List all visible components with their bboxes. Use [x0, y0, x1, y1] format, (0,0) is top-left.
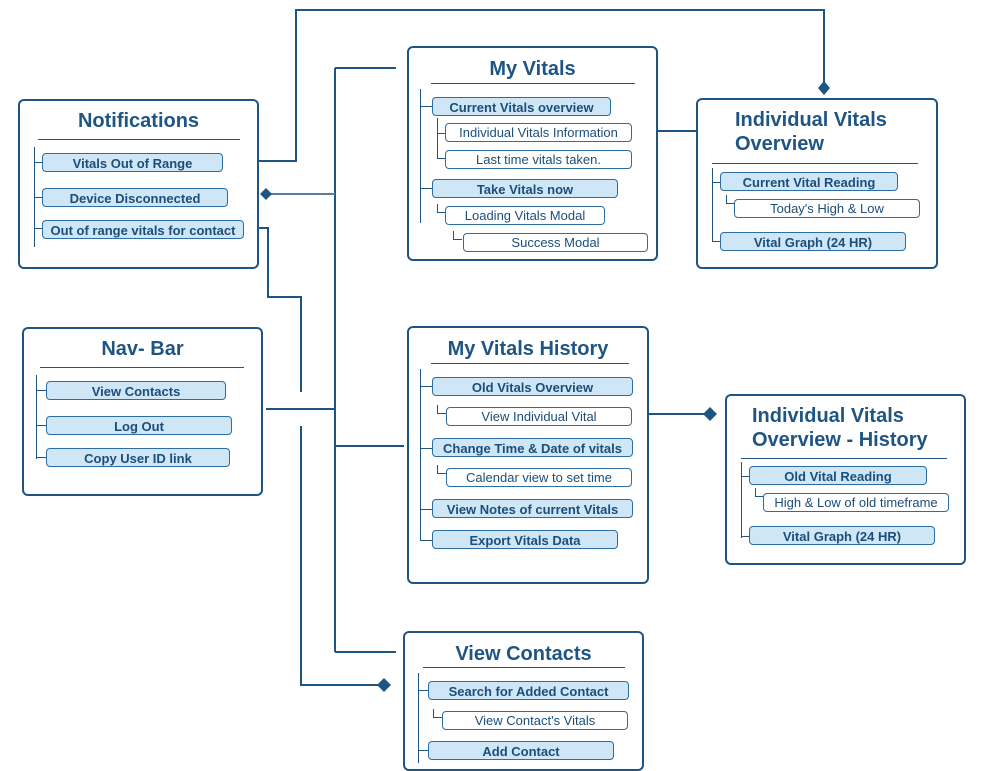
tree-tick — [437, 133, 445, 134]
tree-elbow — [437, 405, 446, 414]
tree-tick — [420, 540, 432, 541]
history-overview-card: Individual Vitals Overview - History Old… — [725, 394, 966, 565]
old-vital-reading[interactable]: Old Vital Reading — [749, 466, 927, 485]
my-vitals-card: My Vitals Current Vitals overview Indivi… — [407, 46, 658, 261]
tree-tick — [34, 162, 42, 163]
top-loop-line — [228, 9, 825, 162]
tree-elbow — [433, 709, 442, 718]
arrow-diamond-history-overview — [703, 407, 717, 421]
navbar-view-contacts[interactable]: View Contacts — [46, 381, 226, 400]
notif-device-disconnected[interactable]: Device Disconnected — [42, 188, 228, 207]
arrow-diamond-contacts — [377, 678, 391, 692]
calendar-view[interactable]: Calendar view to set time — [446, 468, 632, 487]
title-rule — [431, 83, 635, 84]
loading-vitals-modal[interactable]: Loading Vitals Modal — [445, 206, 605, 225]
tree-tick — [712, 241, 720, 242]
title-rule — [40, 367, 244, 368]
navbar-title: Nav- Bar — [101, 338, 184, 360]
tree-tick — [420, 386, 432, 387]
tree-elbow — [437, 204, 446, 213]
individual-overview-title-2: Overview — [735, 133, 824, 155]
tree-tick — [36, 425, 46, 426]
current-vitals-overview[interactable]: Current Vitals overview — [432, 97, 611, 116]
title-rule — [431, 363, 629, 364]
vital-graph-24hr[interactable]: Vital Graph (24 HR) — [720, 232, 906, 251]
tree-tick — [420, 188, 432, 189]
tree-line — [712, 168, 713, 242]
tree-elbow — [755, 488, 764, 497]
individual-overview-card: Individual Vitals Overview Current Vital… — [696, 98, 938, 269]
tree-tick — [36, 457, 46, 458]
tree-tick — [741, 476, 749, 477]
notif-vitals-out-of-range[interactable]: Vitals Out of Range — [42, 153, 223, 172]
tree-tick — [420, 448, 432, 449]
todays-high-low[interactable]: Today's High & Low — [734, 199, 920, 218]
tree-tick — [420, 106, 432, 107]
tree-tick — [741, 536, 749, 537]
add-contact[interactable]: Add Contact — [428, 741, 614, 760]
individual-overview-title-1: Individual Vitals — [735, 109, 887, 131]
notifications-title: Notifications — [77, 110, 200, 132]
tree-tick — [420, 509, 432, 510]
take-vitals-now[interactable]: Take Vitals now — [432, 179, 618, 198]
tree-tick — [437, 158, 445, 159]
old-vitals-overview[interactable]: Old Vitals Overview — [432, 377, 633, 396]
change-time-date[interactable]: Change Time & Date of vitals — [432, 438, 633, 457]
title-rule — [741, 458, 947, 459]
contact-alert-line — [250, 227, 302, 392]
history-vital-graph-24hr[interactable]: Vital Graph (24 HR) — [749, 526, 935, 545]
individual-vitals-information[interactable]: Individual Vitals Information — [445, 123, 632, 142]
history-title: My Vitals History — [447, 338, 609, 360]
view-contacts-vitals[interactable]: View Contact's Vitals — [442, 711, 628, 730]
navbar-log-out[interactable]: Log Out — [46, 416, 232, 435]
export-vitals-data[interactable]: Export Vitals Data — [432, 530, 618, 549]
tree-line — [36, 375, 37, 459]
navbar-copy-user-id[interactable]: Copy User ID link — [46, 448, 230, 467]
search-added-contact[interactable]: Search for Added Contact — [428, 681, 629, 700]
my-vitals-title: My Vitals — [489, 58, 576, 80]
current-vital-reading[interactable]: Current Vital Reading — [720, 172, 898, 191]
arrow-diamond-notifications — [260, 188, 272, 200]
history-overview-title-2: Overview - History — [752, 429, 928, 451]
notifications-card: Notifications Vitals Out of Range Device… — [18, 99, 259, 269]
tree-tick — [712, 182, 720, 183]
tree-line — [420, 89, 421, 223]
tree-tick — [36, 390, 46, 391]
view-notes[interactable]: View Notes of current Vitals — [432, 499, 633, 518]
tree-line — [741, 462, 742, 538]
contacts-title: View Contacts — [455, 643, 592, 665]
tree-tick — [418, 690, 428, 691]
history-card: My Vitals History Old Vitals Overview Vi… — [407, 326, 649, 584]
contacts-card: View Contacts Search for Added Contact V… — [403, 631, 644, 771]
high-low-old-timeframe[interactable]: High & Low of old timeframe — [763, 493, 949, 512]
title-rule — [712, 163, 918, 164]
tree-elbow — [437, 465, 446, 474]
tree-elbow — [453, 231, 462, 240]
success-modal[interactable]: Success Modal — [463, 233, 648, 252]
title-rule — [423, 667, 625, 668]
tree-line — [437, 118, 438, 158]
notif-out-of-range-contact[interactable]: Out of range vitals for contact — [42, 220, 244, 239]
last-time-vitals-taken[interactable]: Last time vitals taken. — [445, 150, 632, 169]
tree-line — [418, 673, 419, 763]
tree-tick — [418, 750, 428, 751]
navbar-card: Nav- Bar View Contacts Log Out Copy User… — [22, 327, 263, 496]
tree-elbow — [726, 195, 735, 204]
view-individual-vital[interactable]: View Individual Vital — [446, 407, 632, 426]
tree-line — [420, 369, 421, 541]
tree-tick — [34, 228, 42, 229]
history-overview-title-1: Individual Vitals — [752, 405, 904, 427]
arrow-diamond-overview-top — [818, 81, 830, 95]
navbar-contacts-line — [300, 426, 380, 686]
tree-tick — [34, 197, 42, 198]
title-rule — [38, 139, 240, 140]
